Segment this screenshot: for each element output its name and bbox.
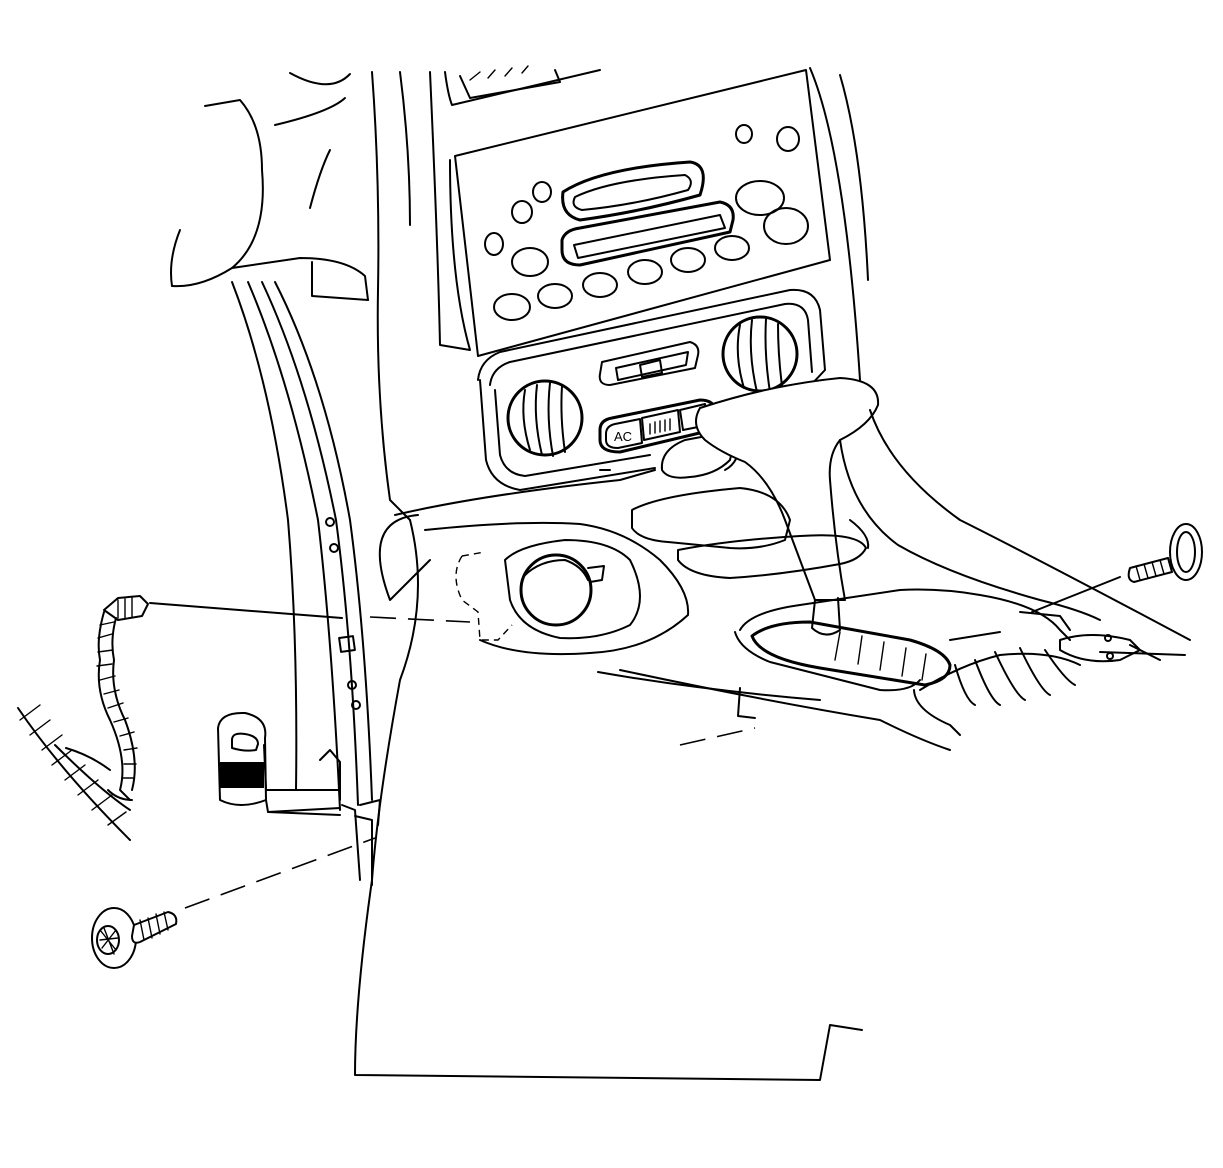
bolt-icon (1031, 523, 1203, 613)
wiring-harness (96, 595, 343, 801)
recirculation-icon (649, 418, 671, 435)
gear-shifter (695, 377, 880, 636)
left-kick-panel (17, 704, 131, 841)
console-side-panel (231, 71, 411, 811)
console-front-face (341, 519, 863, 1081)
dash-upper-edge (170, 72, 369, 301)
bolt-icon (91, 837, 376, 969)
leader-lines (369, 616, 471, 623)
sensor-bracket (217, 711, 341, 816)
climate-control-panel: AC (477, 288, 826, 491)
center-console (378, 409, 1191, 751)
electrical-connector-icon (117, 597, 133, 619)
radio-head-unit (429, 65, 869, 381)
ac-button-label: AC (614, 429, 632, 444)
